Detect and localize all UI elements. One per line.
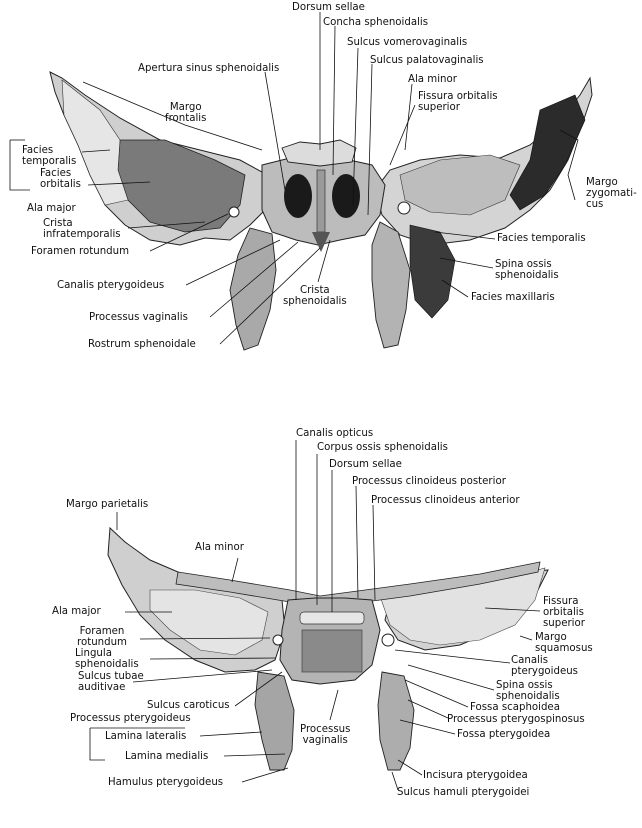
label-canalis-pterygoideus-bottom: Canalis pterygoideus [511, 655, 578, 677]
dorsum-sellae-shape [281, 139, 357, 167]
label-crista-sphenoidalis: Crista sphenoidalis [283, 285, 347, 307]
label-sulcus-palatovaginalis: Sulcus palatovaginalis [370, 55, 484, 66]
left-pterygoid-anterior [229, 227, 277, 351]
label-concha-sphenoidalis: Concha sphenoidalis [323, 17, 429, 28]
label-margo-squamosus: Margo squamosus [535, 632, 593, 654]
label-processus-vaginalis-top: Processus vaginalis [89, 312, 188, 323]
label-hamulus: Hamulus pterygoideus [108, 777, 224, 788]
foramen-rotundum-post-left [272, 634, 284, 646]
label-spina-ossis-top: Spina ossis sphenoidalis [495, 259, 559, 281]
leader-lines [9, 12, 579, 791]
label-margo-zygomaticus: Margo zygomati- cus [586, 177, 637, 210]
label-dorsum-sellae-bottom: Dorsum sellae [329, 459, 402, 470]
label-processus-pterygoideus: Processus pterygoideus [70, 713, 191, 724]
label-ala-major-top: Ala major [27, 203, 76, 214]
label-crista-infratemporalis: Crista infratemporalis [43, 218, 121, 240]
foramen-rotundum-post-right [381, 633, 395, 647]
label-sulcus-hamuli: Sulcus hamuli pterygoidei [397, 787, 530, 798]
right-temporal-dark [509, 94, 586, 211]
label-foramen-rotundum-top: Foramen rotundum [31, 246, 129, 257]
label-facies-temporalis-left: Facies temporalis [22, 145, 77, 167]
label-lamina-medialis: Lamina medialis [125, 751, 209, 762]
left-temporal-surface [61, 79, 129, 206]
label-rostrum-sphenoidale: Rostrum sphenoidale [88, 339, 196, 350]
label-processus-vaginalis-bottom: Processus vaginalis [300, 724, 351, 746]
label-lingula: Lingula sphenoidalis [75, 648, 139, 670]
label-fissura-orbitalis-top: Fissura orbitalis superior [418, 91, 498, 113]
label-incisura-pterygoidea: Incisura pterygoidea [423, 770, 528, 781]
label-lamina-lateralis: Lamina lateralis [105, 731, 187, 742]
label-sulcus-tubae: Sulcus tubae auditivae [78, 671, 144, 693]
label-proc-pterygospinosus: Processus pterygospinosus [447, 714, 585, 725]
label-ala-minor-top: Ala minor [408, 74, 457, 85]
foramen-rotundum-left [228, 206, 240, 218]
right-pterygoid-posterior [377, 671, 415, 771]
crista-sphenoidalis-shape [316, 169, 326, 233]
label-facies-orbitalis: Facies orbitalis [40, 168, 81, 190]
label-fissura-orbitalis-bottom: Fissura orbitalis superior [543, 596, 585, 629]
label-apertura-sinus: Apertura sinus sphenoidalis [138, 63, 280, 74]
label-spina-ossis-bottom: Spina ossis sphenoidalis [496, 680, 560, 702]
foramen-rotundum-right [397, 201, 411, 215]
label-facies-maxillaris: Facies maxillaris [471, 292, 555, 303]
label-ala-minor-bottom: Ala minor [195, 542, 244, 553]
label-dorsum-sellae-top: Dorsum sellae [292, 2, 365, 13]
left-wing-surface [149, 589, 269, 656]
sphenoid-anterior-view [49, 71, 593, 351]
rostrum-shape [312, 232, 330, 252]
label-ala-major-bottom: Ala major [52, 606, 101, 617]
dorsum-sellae-posterior [299, 611, 365, 625]
corpus-texture [301, 629, 363, 673]
right-orbital-surface [399, 154, 521, 216]
left-pterygoid-posterior [254, 671, 295, 771]
label-fossa-pterygoidea: Fossa pterygoidea [457, 729, 551, 740]
label-canalis-opticus: Canalis opticus [296, 428, 374, 439]
sphenoid-posterior-view [107, 526, 549, 771]
label-foramen-rotundum-bottom: Foramen rotundum [77, 626, 127, 648]
label-corpus-ossis: Corpus ossis sphenoidalis [317, 442, 448, 453]
sinus-aperture-left [284, 174, 312, 218]
label-margo-parietalis: Margo parietalis [66, 499, 149, 510]
label-fossa-scaphoidea: Fossa scaphoidea [470, 702, 560, 713]
lesser-wing-bar [175, 561, 541, 607]
label-proc-clin-ant: Processus clinoideus anterior [371, 495, 520, 506]
right-maxillary-dark [409, 224, 456, 319]
label-proc-clin-post: Processus clinoideus posterior [352, 476, 506, 487]
label-margo-frontalis: Margo frontalis [165, 102, 207, 124]
label-canalis-pterygoideus-top: Canalis pterygoideus [57, 280, 165, 291]
label-sulcus-vomerovaginalis: Sulcus vomerovaginalis [347, 37, 468, 48]
label-facies-temporalis-right: Facies temporalis [497, 233, 586, 244]
label-sulcus-caroticus: Sulcus caroticus [147, 700, 230, 711]
sinus-aperture-right [332, 174, 360, 218]
right-pterygoid-anterior [371, 221, 411, 349]
